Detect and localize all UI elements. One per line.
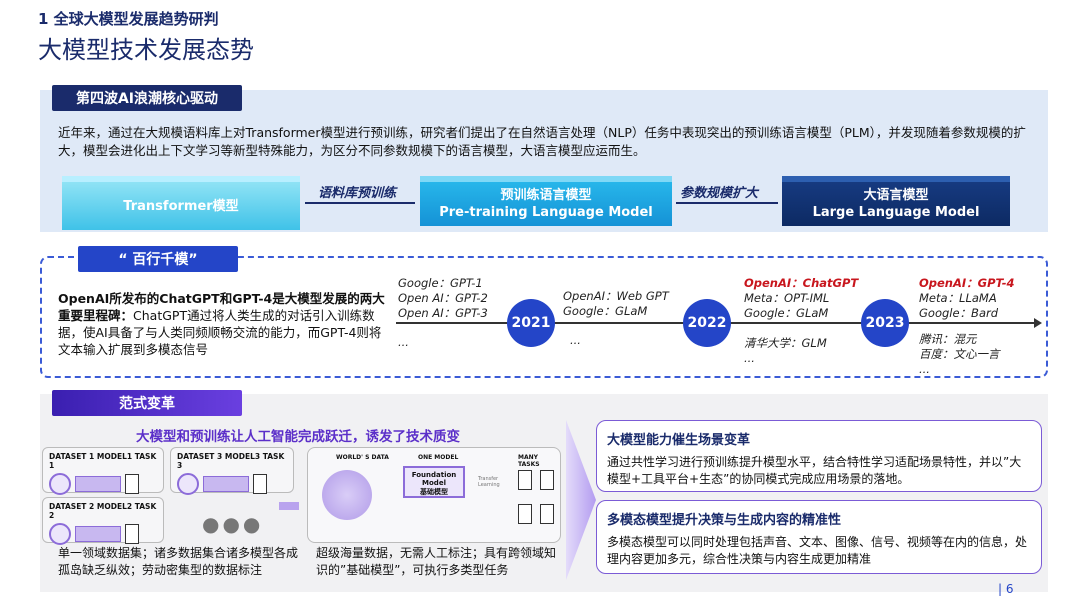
entry: OpenAI：GPT-4 [919, 276, 1015, 290]
scale-arrow-label: 参数规模扩大 [680, 186, 759, 201]
entry: 百度：文心一言 [919, 347, 1000, 361]
clipboard-icon [540, 470, 554, 490]
task-label: TASK 3 [177, 452, 285, 470]
models-section [40, 256, 1048, 378]
year-2021: 2021 [507, 299, 555, 347]
card-title: 多模态模型提升决策与生成内容的精准性 [607, 513, 842, 528]
dataset-label: DATASET 1 [49, 452, 95, 461]
entry: Google：GLaM [744, 306, 829, 320]
many-tasks-label: MANY TASKS [518, 454, 540, 468]
entry: OpenAI：Web GPT [563, 289, 669, 303]
page-number-value: 6 [1005, 582, 1014, 596]
page-number: | 6 [998, 582, 1014, 596]
milestone-bold: OpenAI所发布的ChatGPT和GPT-4是大模型发展的两大重要里程碑： [58, 291, 385, 323]
model-label: MODEL2 [96, 502, 133, 511]
fm-cn: 基础模型 [420, 488, 448, 496]
clipboard-icon [518, 504, 532, 524]
entry: Meta：OPT-IML [744, 291, 830, 305]
clipboard-icon [518, 470, 532, 490]
card-text: 通过共性学习进行预训练提升模型水平，结合特性学习适配场景特性，并以”大模型+工具… [607, 455, 1022, 486]
entry: Google：GLaM [563, 304, 648, 318]
dataset-label: DATASET 2 [49, 502, 95, 511]
group-2022-more: 清华大学：GLM... [744, 336, 827, 366]
entry: OpenAI：ChatGPT [744, 276, 859, 290]
scene-change-card: 大模型能力催生场景变革通过共性学习进行预训练提升模型水平，结合特性学习适配场景特… [596, 420, 1042, 492]
fm-name: Foundation Model [411, 471, 457, 487]
dataset-label: DATASET 3 [177, 452, 223, 461]
models-tab: “ 百行千模” [78, 246, 238, 272]
paradigm-tab: 范式变革 [52, 390, 242, 416]
dataset-model-task-1: DATASET 1 MODEL1 TASK 1 [42, 447, 164, 495]
right-caption: 超级海量数据，无需人工标注；具有跨领域知识的”基础模型”，可执行多类型任务 [316, 546, 557, 577]
ellipsis-dots-icon: ●●● [202, 512, 264, 536]
year-2023: 2023 [861, 299, 909, 347]
pretrain-cn: 预训练语言模型 [500, 188, 592, 203]
entry: Google：Bard [919, 306, 999, 320]
multimodal-card: 多模态模型提升决策与生成内容的精准性多模态模型可以同时处理包括声音、文本、图像、… [596, 500, 1042, 574]
entry: 清华大学：GLM [744, 336, 827, 350]
milestone-text: OpenAI所发布的ChatGPT和GPT-4是大模型发展的两大重要里程碑：Ch… [58, 290, 388, 358]
milestone-body: ChatGPT通过将人类生成的对话引入训练数据，使AI具备了与人类同频顺畅交流的… [58, 308, 382, 357]
ai-wave-tab: 第四波AI浪潮核心驱动 [52, 85, 242, 111]
llm-en: Large Language Model [812, 205, 980, 220]
entry: 腾讯：混元 [919, 332, 977, 346]
data-cluster-icon [322, 470, 372, 520]
entry: ... [919, 362, 930, 376]
tasks-icons [518, 470, 554, 530]
transfer-label: Transfer Learning [478, 476, 500, 488]
right-arrow-icon [279, 502, 299, 510]
pretrain-en: Pre-training Language Model [439, 205, 653, 220]
dataset-model-task-3: DATASET 3 MODEL3 TASK 3 [170, 447, 294, 495]
task-label: TASK 1 [49, 452, 157, 470]
pretrain-arrow-label: 语料库预训练 [318, 186, 397, 201]
entry: Google：GPT-1 [398, 276, 483, 290]
paradigm-subtitle: 大模型和预训练让人工智能完成跃迁，诱发了技术质变 [136, 429, 460, 445]
entry: ... [398, 335, 409, 349]
llm-cn: 大语言模型 [863, 188, 929, 203]
model-label: MODEL3 [224, 452, 261, 461]
clipboard-icon [125, 524, 139, 544]
task-label: TASK 2 [49, 502, 157, 520]
model-icon [75, 526, 121, 542]
clipboard-icon [125, 474, 139, 494]
database-icon [49, 523, 71, 545]
clipboard-icon [540, 504, 554, 524]
card-title: 大模型能力催生场景变革 [607, 433, 751, 448]
arrow-icon [305, 202, 415, 204]
arrowhead-icon [1034, 318, 1042, 328]
arrow-icon [676, 202, 778, 204]
foundation-model-diagram: WORLD' S DATA ONE MODEL MANY TASKS Found… [307, 447, 561, 543]
model-label: MODEL1 [96, 452, 133, 461]
database-icon [49, 473, 71, 495]
model-icon [75, 476, 121, 492]
entry: ... [570, 333, 581, 347]
entry: Meta：LLaMA [919, 291, 997, 305]
pretrain-model-box: 预训练语言模型 Pre-training Language Model [420, 176, 672, 226]
page-title: 大模型技术发展态势 [38, 36, 254, 64]
group-2023-more: 腾讯：混元百度：文心一言... [919, 332, 1000, 377]
database-icon [177, 473, 199, 495]
model-icon [203, 476, 249, 492]
clipboard-icon [253, 474, 267, 494]
entry: Open AI：GPT-3 [398, 306, 488, 320]
year-2022: 2022 [683, 299, 731, 347]
world-data-label: WORLD' S DATA [336, 454, 389, 461]
intro-paragraph: 近年来，通过在大规模语料库上对Transformer模型进行预训练，研究者们提出… [58, 125, 1026, 158]
entry: ... [744, 351, 755, 365]
llm-box: 大语言模型 Large Language Model [782, 176, 1010, 226]
entry: Open AI：GPT-2 [398, 291, 488, 305]
one-model-label: ONE MODEL [418, 454, 459, 461]
transformer-box: Transformer模型 [62, 176, 300, 230]
card-text: 多模态模型可以同时处理包括声音、文本、图像、信号、视频等在内的信息，处理内容更加… [607, 535, 1028, 566]
dataset-model-task-2: DATASET 2 MODEL2 TASK 2 [42, 497, 164, 545]
section-heading: 1 全球大模型发展趋势研判 [38, 10, 219, 28]
left-caption: 单一领域数据集；诸多数据集合诸多模型各成孤岛缺乏纵效；劳动密集型的数据标注 [58, 546, 299, 577]
